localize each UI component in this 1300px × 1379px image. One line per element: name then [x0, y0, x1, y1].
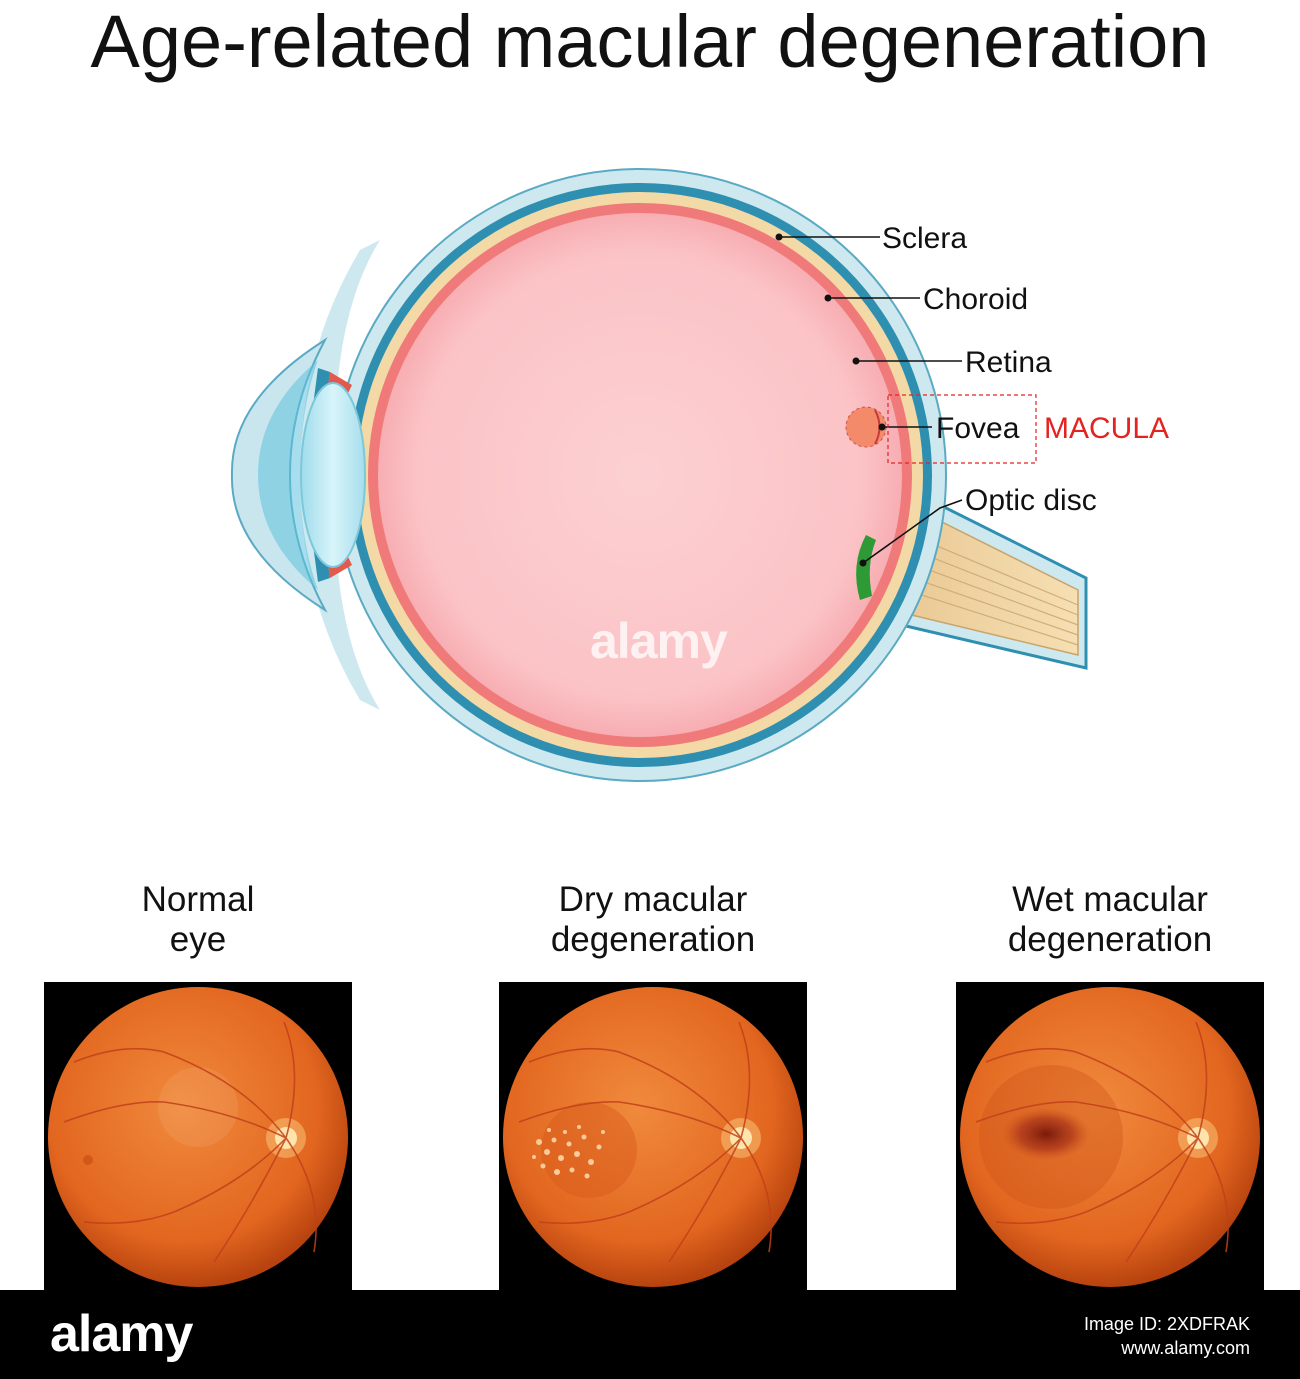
watermark-bar: alamy Image ID: 2XDFRAK www.alamy.com: [0, 1290, 1300, 1379]
caption-line: Wet macular: [1012, 880, 1208, 919]
anterior-segment: [230, 240, 380, 710]
label-optic-disc: Optic disc: [965, 484, 1097, 517]
page-title: Age-related macular degeneration: [90, 0, 1210, 83]
fundus-wet-amd: [956, 982, 1264, 1292]
vitreous-body: [378, 213, 902, 737]
fundus-normal-eye: [44, 982, 352, 1292]
caption-dry-amd: Dry macular degeneration: [473, 880, 833, 960]
fundus-dry-amd: [499, 982, 807, 1292]
eye-cross-section: Sclera Choroid Retina Fovea MACULA Optic…: [230, 168, 1169, 782]
image-id: Image ID: 2XDFRAK: [1083, 1314, 1250, 1334]
caption-line: Normal: [141, 880, 255, 919]
hemorrhage: [1002, 1108, 1090, 1160]
caption-line: Dry macular: [558, 880, 748, 919]
macula-box: [887, 394, 1037, 464]
watermark-info: Image ID: 2XDFRAK www.alamy.com: [1084, 1312, 1250, 1360]
caption-normal-eye: Normal eye: [18, 880, 378, 960]
label-retina: Retina: [965, 346, 1052, 379]
caption-line: eye: [169, 920, 227, 959]
label-leaders: [779, 236, 963, 564]
label-choroid: Choroid: [923, 283, 1028, 316]
label-fovea: Fovea: [936, 412, 1020, 445]
fovea-spot: [83, 1155, 93, 1165]
caption-line: degeneration: [550, 920, 756, 959]
watermark-logo: alamy: [50, 1305, 193, 1363]
lens: [300, 382, 366, 568]
label-dots: [775, 233, 886, 567]
drusen-deposits: [532, 1125, 605, 1179]
caption-line: degeneration: [1007, 920, 1213, 959]
caption-wet-amd: Wet macular degeneration: [930, 880, 1290, 960]
watermark-center-logo: alamy: [590, 613, 728, 669]
label-sclera: Sclera: [882, 222, 967, 255]
label-macula: MACULA: [1044, 412, 1169, 445]
site-url: www.alamy.com: [1121, 1338, 1250, 1358]
optic-disc: [856, 535, 876, 600]
